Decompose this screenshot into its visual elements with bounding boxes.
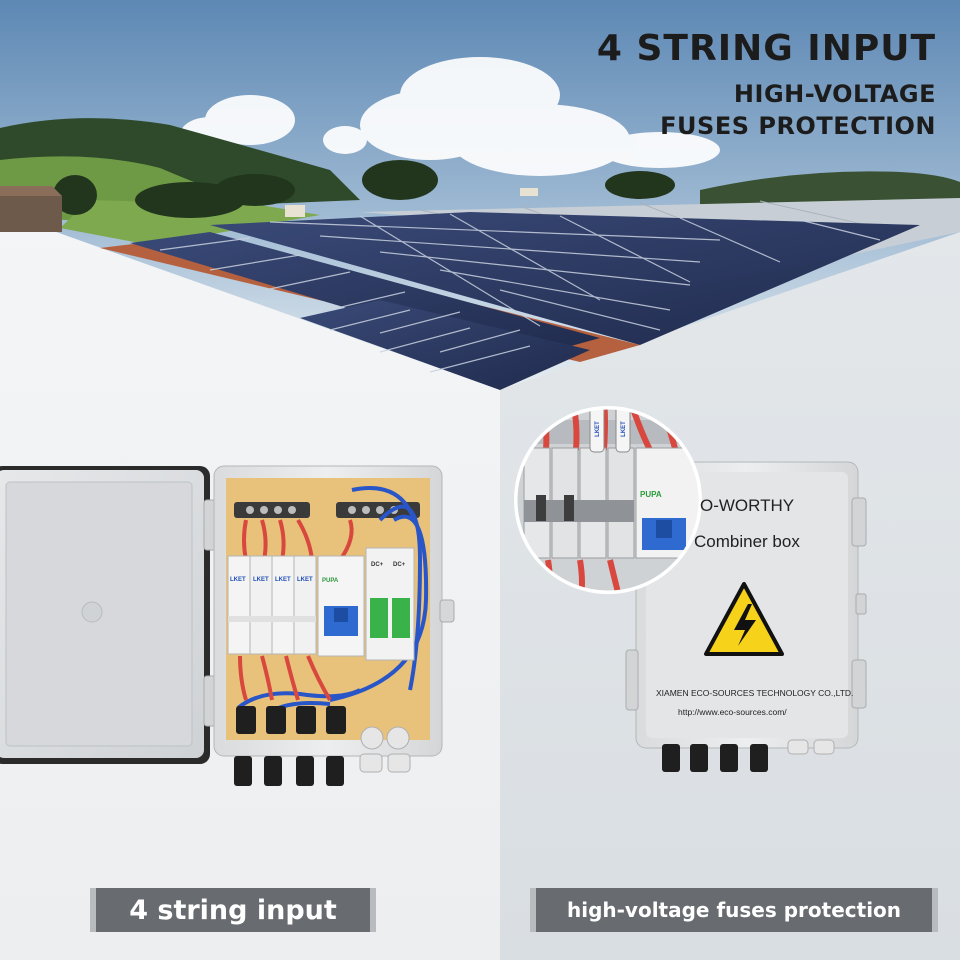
caption-banner-right: high-voltage fuses protection	[530, 888, 938, 932]
breaker-brand-label: PUPA	[322, 578, 339, 584]
landscape-photo	[0, 0, 960, 390]
fuse-brand-label: LKET	[594, 421, 601, 437]
box-brand-text: O-WORTHY	[700, 496, 795, 515]
headline-subtitle-line2: FUSES PROTECTION	[660, 112, 936, 140]
box-title-text: Combiner box	[694, 532, 800, 551]
caption-banner-left: 4 string input	[90, 888, 376, 932]
box-url-text: http://www.eco-sources.com/	[678, 707, 787, 717]
box-company-text: XIAMEN ECO-SOURCES TECHNOLOGY CO.,LTD.	[656, 688, 854, 698]
fuse-brand-label: LKET	[297, 577, 313, 583]
closed-combiner-box	[625, 461, 867, 772]
spd-label: DC+	[393, 562, 406, 568]
spd-label: DC+	[371, 562, 384, 568]
fuse-brand-label: LKET	[230, 577, 246, 583]
headline-title: 4 STRING INPUT	[596, 28, 936, 69]
open-combiner-box	[0, 465, 455, 786]
fuse-brand-label: LKET	[620, 421, 627, 437]
fuse-zoom-inset	[514, 406, 702, 594]
fuse-brand-label: LKET	[275, 577, 291, 583]
breaker-brand-label: PUPA	[640, 490, 662, 499]
headline-subtitle-line1: HIGH-VOLTAGE	[733, 80, 936, 108]
fuse-brand-label: LKET	[253, 577, 269, 583]
